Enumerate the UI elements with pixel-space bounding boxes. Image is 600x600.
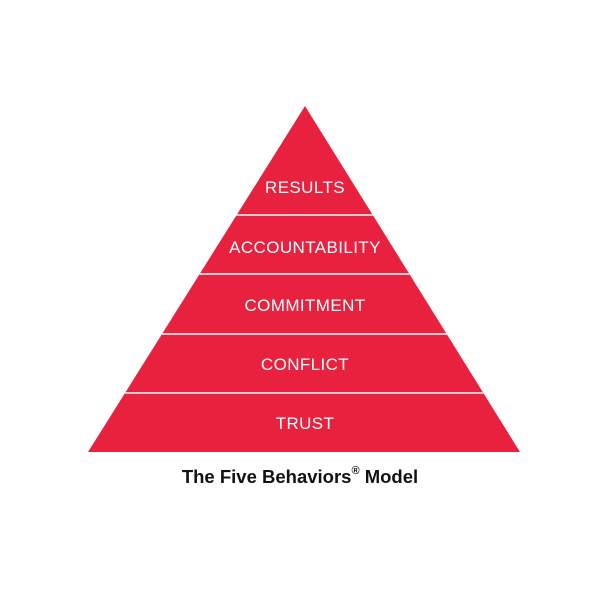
diagram-caption: The Five Behaviors® Model: [0, 464, 600, 488]
tier-label-conflict: CONFLICT: [261, 355, 349, 374]
tier-label-results: RESULTS: [265, 178, 345, 197]
tier-label-accountability: ACCOUNTABILITY: [229, 238, 381, 257]
caption-suffix: Model: [359, 466, 419, 487]
tier-label-commitment: COMMITMENT: [244, 296, 365, 315]
caption-text: The Five Behaviors: [181, 466, 352, 487]
tier-label-trust: TRUST: [276, 414, 335, 433]
registered-mark: ®: [351, 464, 360, 477]
tier-dividers: [125, 214, 484, 394]
pyramid-shape: [88, 106, 520, 452]
tier-labels: RESULTS ACCOUNTABILITY COMMITMENT CONFLICT T…: [229, 178, 381, 433]
